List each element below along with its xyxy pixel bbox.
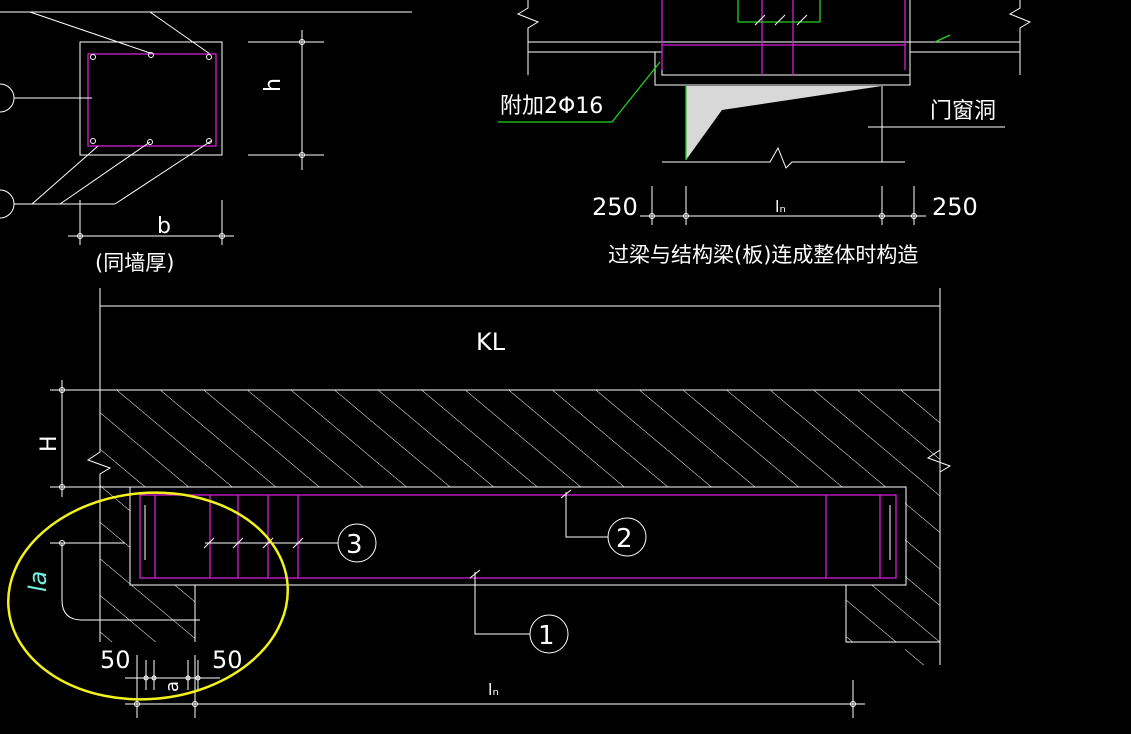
dim-span-top: lₙ: [775, 197, 786, 216]
dim-H-label: H: [37, 435, 62, 452]
dim-250-left: 250: [592, 193, 638, 221]
lintel-outline: [129, 486, 907, 586]
opening-label: 门窗洞: [930, 99, 996, 124]
callout-3-label: 3: [346, 530, 363, 560]
detail-caption: 过梁与结构梁(板)连成整体时构造: [608, 243, 918, 267]
hatched-masonry: [100, 390, 940, 665]
highlight-ellipse: [6, 491, 290, 701]
dim-la-label: la: [24, 571, 52, 592]
concrete-wedge: [686, 86, 882, 160]
lintel-integral-detail: 门窗洞 附加2Φ16 250 lₙ 250 过梁与结构梁(板)连成整体时构造: [498, 0, 1032, 267]
callout-2-label: 2: [616, 524, 633, 554]
additional-rebar-note: 附加2Φ16: [500, 94, 603, 119]
callout-circle-lower: [0, 189, 15, 219]
rebar-dots: [90, 52, 212, 145]
callout-1-label: 1: [538, 621, 555, 651]
section-outline: [79, 41, 223, 156]
dim-h-label: h: [261, 78, 286, 92]
dim-span-bottom: lₙ: [488, 680, 499, 699]
dim-a-label: a: [162, 681, 183, 692]
callout-1-circle: [529, 614, 569, 654]
dim-50-right: 50: [212, 646, 243, 674]
wall-thickness-note: (同墙厚): [95, 251, 174, 275]
stirrup: [87, 53, 217, 147]
beam-label-kl: KL: [476, 328, 506, 356]
dim-la-line: [61, 543, 200, 621]
main-lintel-detail: KL H la: [6, 288, 952, 718]
dim-50-left: 50: [100, 646, 131, 674]
section-detail: h b (同墙厚): [0, 11, 412, 275]
dim-b-label: b: [157, 214, 171, 239]
rebar-cage: [139, 494, 897, 579]
callout-2-circle: [607, 517, 647, 557]
callout-circle-upper: [0, 83, 15, 113]
dim-250-right: 250: [932, 193, 978, 221]
callout-3-circle: [337, 523, 377, 563]
